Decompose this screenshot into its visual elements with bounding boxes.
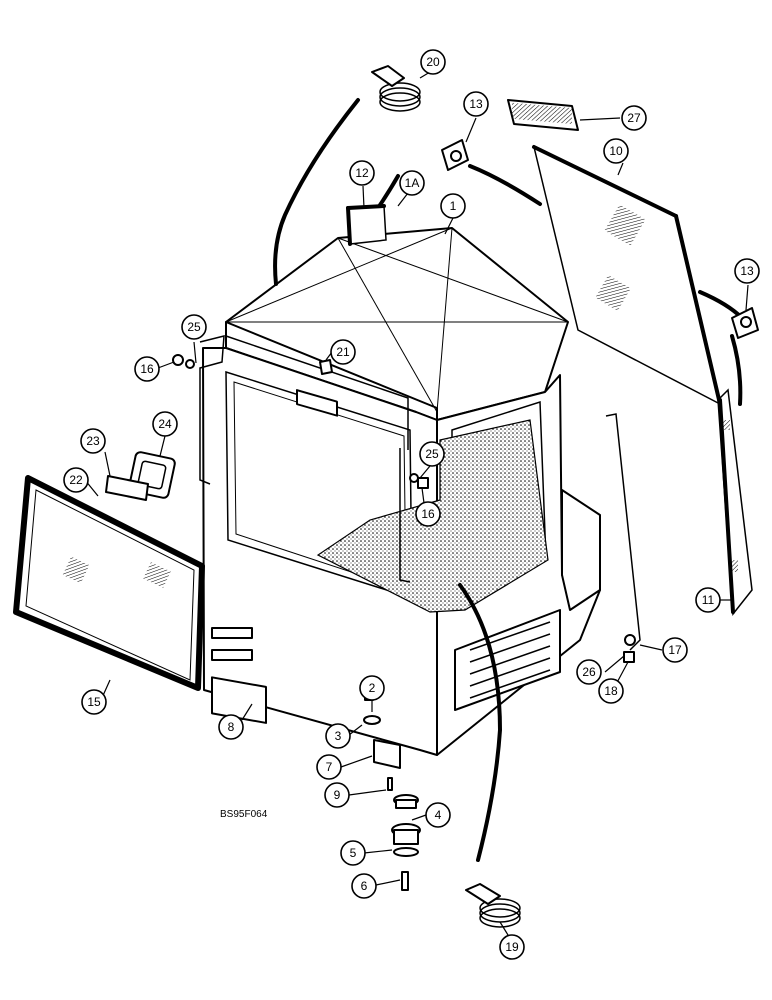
front-glass-15 bbox=[13, 475, 205, 691]
svg-text:12: 12 bbox=[355, 166, 369, 180]
side-louvres bbox=[454, 609, 561, 711]
clip-13-right bbox=[731, 307, 759, 339]
drawing-code: BS95F064 bbox=[220, 809, 268, 820]
callout-1: 1 bbox=[440, 193, 466, 219]
seal-strip-20 bbox=[273, 98, 360, 286]
svg-text:26: 26 bbox=[582, 665, 596, 679]
svg-text:1: 1 bbox=[450, 199, 457, 213]
callout-19: 19 bbox=[499, 934, 525, 960]
svg-text:20: 20 bbox=[426, 55, 440, 69]
callout-25-left: 25 bbox=[181, 314, 207, 340]
svg-text:6: 6 bbox=[361, 879, 368, 893]
callout-12: 12 bbox=[349, 160, 375, 186]
svg-text:17: 17 bbox=[668, 643, 682, 657]
svg-text:2: 2 bbox=[369, 681, 376, 695]
grab-rail-left bbox=[199, 335, 225, 485]
svg-text:5: 5 bbox=[350, 846, 357, 860]
mount-stack bbox=[363, 689, 421, 891]
svg-text:3: 3 bbox=[335, 729, 342, 743]
svg-text:16: 16 bbox=[140, 362, 154, 376]
seal-strip-19 bbox=[458, 583, 503, 862]
callout-7: 7 bbox=[316, 754, 342, 780]
callout-15: 15 bbox=[81, 689, 107, 715]
svg-text:21: 21 bbox=[336, 345, 350, 359]
svg-text:7: 7 bbox=[326, 760, 333, 774]
rear-window-10 bbox=[532, 145, 722, 406]
callout-20: 20 bbox=[420, 49, 446, 75]
callout-9: 9 bbox=[324, 782, 350, 808]
callout-6: 6 bbox=[351, 873, 377, 899]
callout-4: 4 bbox=[425, 802, 451, 828]
svg-text:10: 10 bbox=[609, 144, 623, 158]
fastener-16-left bbox=[172, 354, 195, 369]
grab-rail-right bbox=[605, 413, 641, 651]
decal-27 bbox=[507, 99, 579, 131]
callout-2: 2 bbox=[359, 675, 385, 701]
callout-17: 17 bbox=[662, 637, 688, 663]
svg-text:19: 19 bbox=[505, 940, 519, 954]
svg-text:27: 27 bbox=[627, 111, 641, 125]
svg-text:25: 25 bbox=[425, 447, 439, 461]
svg-text:11: 11 bbox=[702, 593, 715, 607]
callout-25-right: 25 bbox=[419, 441, 445, 467]
callout-18: 18 bbox=[598, 678, 624, 704]
cab-body bbox=[202, 227, 601, 756]
callout-27: 27 bbox=[621, 105, 647, 131]
svg-text:24: 24 bbox=[158, 417, 172, 431]
callout-8: 8 bbox=[218, 714, 244, 740]
svg-text:1A: 1A bbox=[405, 176, 420, 190]
corner-window-12 bbox=[346, 204, 387, 246]
callout-11: 11 bbox=[695, 587, 721, 613]
plate-23 bbox=[105, 475, 149, 501]
callout-21: 21 bbox=[330, 339, 356, 365]
callout-10: 10 bbox=[603, 138, 629, 164]
callout-26: 26 bbox=[576, 659, 602, 685]
callout-1a: 1A bbox=[399, 170, 425, 196]
svg-text:4: 4 bbox=[435, 808, 442, 822]
callout-16-right: 16 bbox=[415, 501, 441, 527]
callout-13-top: 13 bbox=[463, 91, 489, 117]
callout-16-left: 16 bbox=[134, 356, 160, 382]
svg-text:13: 13 bbox=[469, 97, 483, 111]
callout-5: 5 bbox=[340, 840, 366, 866]
svg-text:25: 25 bbox=[187, 320, 201, 334]
fastener-16-right bbox=[409, 473, 429, 489]
seal-coil-19 bbox=[465, 883, 521, 928]
fastener-21 bbox=[319, 359, 333, 375]
side-window-11 bbox=[717, 388, 753, 616]
bracket-26 bbox=[623, 634, 636, 663]
clip-13-top bbox=[441, 139, 469, 171]
svg-text:15: 15 bbox=[87, 695, 101, 709]
svg-text:8: 8 bbox=[228, 720, 235, 734]
svg-text:18: 18 bbox=[604, 684, 618, 698]
callout-23: 23 bbox=[80, 428, 106, 454]
svg-text:9: 9 bbox=[334, 788, 341, 802]
callout-24: 24 bbox=[152, 411, 178, 437]
callout-22: 22 bbox=[63, 467, 89, 493]
svg-text:22: 22 bbox=[69, 473, 83, 487]
callout-3: 3 bbox=[325, 723, 351, 749]
callout-13-right: 13 bbox=[734, 258, 760, 284]
seal-coil-20 bbox=[371, 65, 421, 112]
svg-text:13: 13 bbox=[740, 264, 754, 278]
svg-text:23: 23 bbox=[86, 434, 100, 448]
svg-text:16: 16 bbox=[421, 507, 435, 521]
